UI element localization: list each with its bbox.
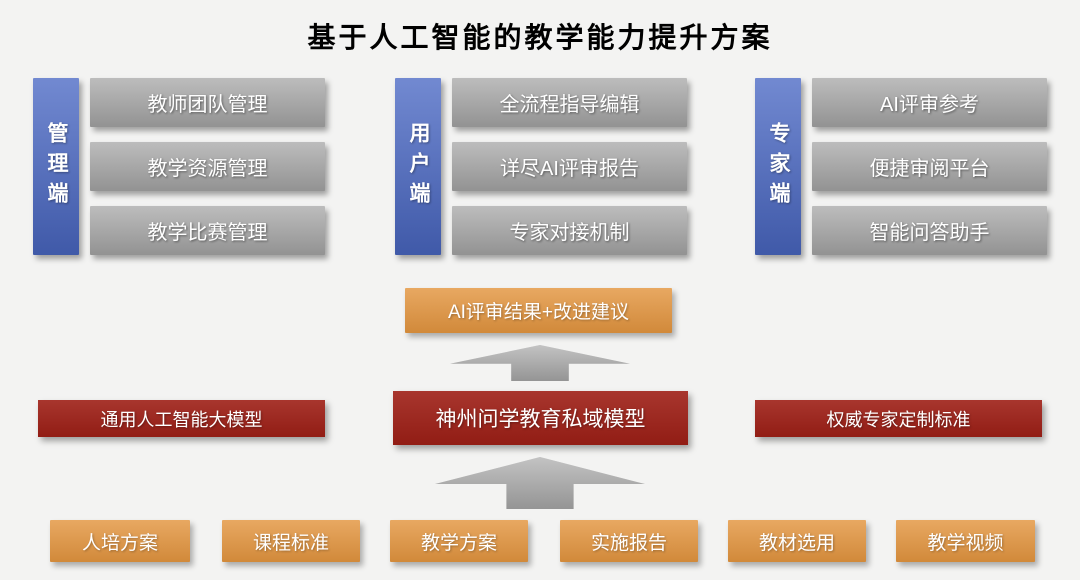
input-doc-box: 实施报告 [560,520,698,562]
feature-box: 教学比赛管理 [90,206,325,255]
input-doc-box: 教学视频 [896,520,1035,562]
expert-items: AI评审参考 便捷审阅平台 智能问答助手 [812,78,1047,255]
feature-box: 教师团队管理 [90,78,325,127]
side-label-admin: 管理端 [33,78,79,255]
model-box-private: 神州问学教育私域模型 [393,391,688,445]
feature-box: 全流程指导编辑 [452,78,687,127]
ai-review-result-box: AI评审结果+改进建议 [405,288,672,333]
group-expert: 专家端 AI评审参考 便捷审阅平台 智能问答助手 [755,78,1047,255]
user-items: 全流程指导编辑 详尽AI评审报告 专家对接机制 [452,78,687,255]
feature-box: AI评审参考 [812,78,1047,127]
up-arrow-icon [435,457,645,509]
page-title: 基于人工智能的教学能力提升方案 [307,22,773,53]
feature-box: 详尽AI评审报告 [452,142,687,191]
feature-box: 专家对接机制 [452,206,687,255]
feature-box: 教学资源管理 [90,142,325,191]
input-doc-box: 教材选用 [728,520,866,562]
group-admin: 管理端 教师团队管理 教学资源管理 教学比赛管理 [33,78,325,255]
feature-box: 智能问答助手 [812,206,1047,255]
feature-box: 便捷审阅平台 [812,142,1047,191]
group-user: 用户端 全流程指导编辑 详尽AI评审报告 专家对接机制 [395,78,687,255]
up-arrow-icon [450,345,630,381]
input-doc-box: 教学方案 [390,520,528,562]
input-doc-box: 课程标准 [222,520,360,562]
model-box-general: 通用人工智能大模型 [38,400,325,437]
model-box-expert: 权威专家定制标准 [755,400,1042,437]
input-doc-box: 人培方案 [50,520,190,562]
side-label-expert: 专家端 [755,78,801,255]
admin-items: 教师团队管理 教学资源管理 教学比赛管理 [90,78,325,255]
side-label-user: 用户端 [395,78,441,255]
